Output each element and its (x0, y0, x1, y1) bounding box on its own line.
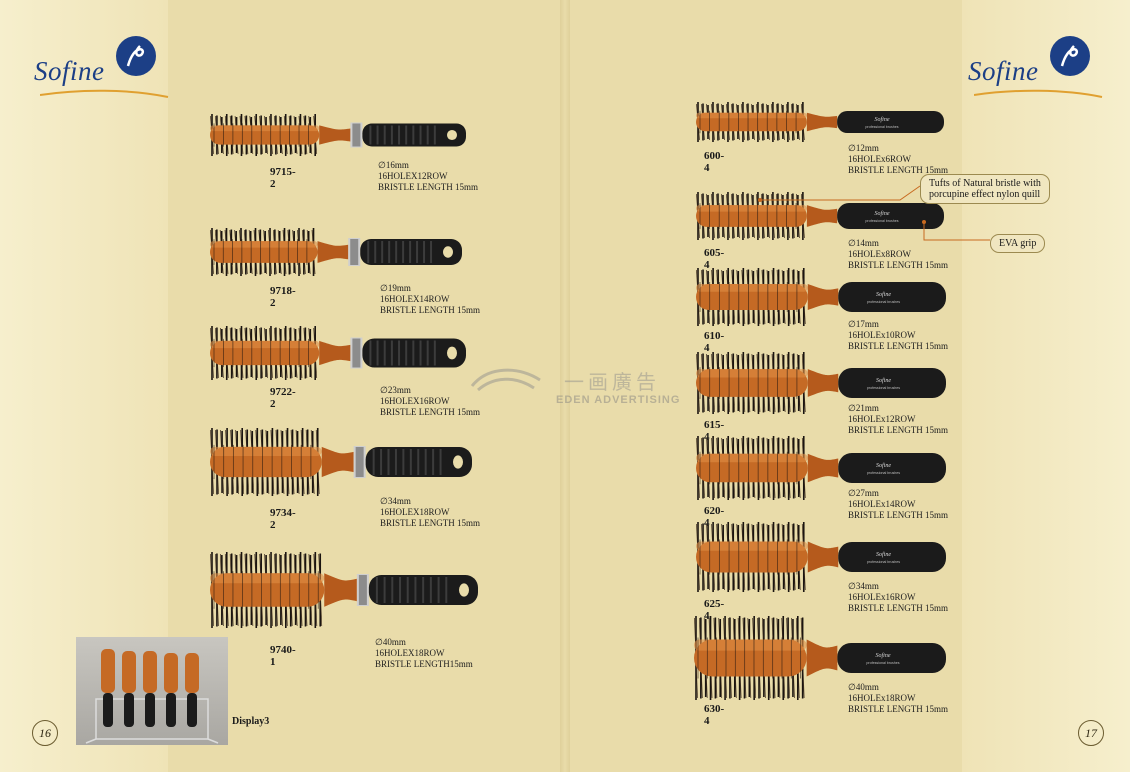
svg-text:Sofine: Sofine (876, 462, 891, 469)
page-number-left: 16 (32, 720, 58, 746)
svg-text:Sofine: Sofine (876, 377, 891, 384)
svg-text:professional brushes: professional brushes (865, 219, 898, 223)
page-number-right: 17 (1078, 720, 1104, 746)
svg-text:Sofine: Sofine (875, 652, 890, 659)
round-brush-image: Sofine professional brushes (696, 522, 946, 592)
brand-mark-icon (1050, 36, 1090, 76)
svg-text:Sofine: Sofine (876, 551, 891, 558)
product-code: 9734-2 (270, 507, 296, 531)
round-brush-image: Sofine professional brushes (696, 192, 944, 240)
brand-name: Sofine (34, 56, 105, 86)
page-gutter (560, 0, 570, 772)
brand-name: Sofine (968, 56, 1039, 86)
round-brush-image: Sofine professional brushes (694, 616, 946, 700)
svg-text:professional brushes: professional brushes (867, 386, 900, 390)
product-code: 605-4 (704, 247, 725, 271)
product-code: 620-4 (704, 505, 725, 529)
round-brush-image (210, 326, 466, 380)
brand-logo-left: Sofine (34, 34, 174, 104)
svg-text:Sofine: Sofine (875, 116, 890, 123)
svg-text:professional brushes: professional brushes (865, 125, 898, 129)
product-code: 615-4 (704, 419, 725, 443)
right-margin-band (962, 0, 1130, 772)
product-code: 610-4 (704, 330, 725, 354)
svg-text:professional brushes: professional brushes (867, 300, 900, 304)
right-page (565, 0, 1130, 772)
product-code: 600-4 (704, 150, 725, 174)
round-brush-image (210, 228, 462, 276)
round-brush-image (210, 428, 472, 496)
callout-grip: EVA grip (990, 234, 1046, 253)
brand-mark-icon (116, 36, 156, 76)
svg-text:professional brushes: professional brushes (867, 471, 900, 475)
product-code: 9740-1 (270, 644, 296, 668)
round-brush-image: Sofine professional brushes (696, 436, 946, 500)
svg-text:Sofine: Sofine (876, 291, 891, 298)
round-brush-image: Sofine professional brushes (696, 102, 944, 142)
product-code: 9722-2 (270, 386, 296, 410)
svg-text:Sofine: Sofine (875, 210, 890, 217)
product-code: 9715-2 (270, 166, 296, 190)
product-code: 625-4 (704, 598, 725, 622)
watermark-en: EDEN ADVERTISING (556, 394, 681, 406)
round-brush-image (210, 552, 478, 628)
watermark-cn: 一画廣告 (564, 370, 660, 394)
brand-logo-right: Sofine (968, 34, 1108, 104)
swoosh-icon (40, 89, 169, 98)
round-brush-image (210, 114, 466, 156)
display-stand-icon (85, 649, 219, 744)
round-brush-image: Sofine professional brushes (696, 268, 946, 326)
product-code: 9718-2 (270, 285, 296, 309)
watermark: 一画廣告 EDEN ADVERTISING (468, 362, 698, 408)
round-brush-image: Sofine professional brushes (696, 352, 946, 414)
swoosh-icon (974, 89, 1103, 98)
product-code: 630-4 (704, 703, 725, 727)
display-label: Display3 (232, 716, 270, 727)
watermark-swirl-icon (470, 368, 541, 392)
svg-text:professional brushes: professional brushes (866, 661, 899, 665)
display-stand-image (76, 637, 228, 745)
svg-text:professional brushes: professional brushes (867, 560, 900, 564)
